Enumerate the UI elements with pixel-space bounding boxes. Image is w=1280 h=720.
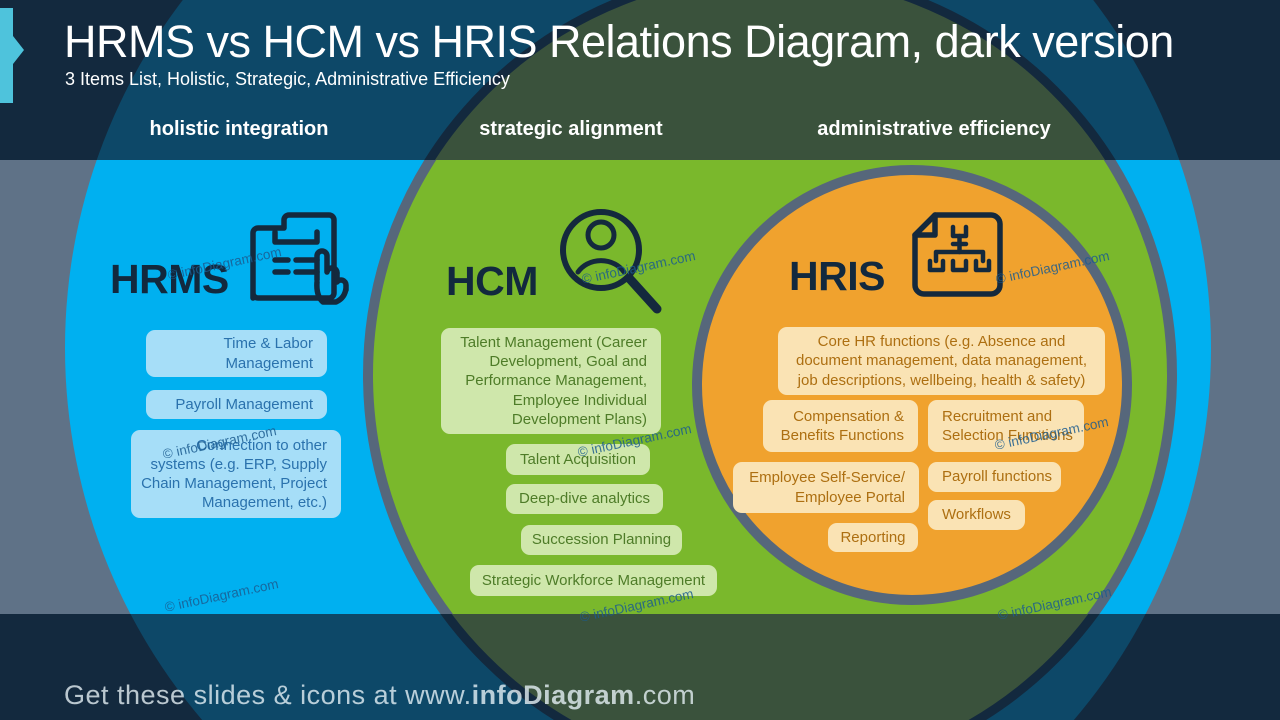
hris-label: HRIS [789,253,885,299]
list-item: Compensation & Benefits Functions [763,400,918,452]
list-item: Reporting [828,523,918,552]
document-orgchart-icon [903,211,1015,307]
list-item: Recruitment and Selection Functions [928,400,1084,452]
hcm-label: HCM [446,258,538,304]
hrms-label: HRMS [110,256,229,302]
list-item: Payroll Management [146,390,327,419]
accent-chevron [0,8,24,103]
page-subtitle: 3 Items List, Holistic, Strategic, Admin… [65,69,510,89]
footer-suffix: .com [634,680,696,710]
page-title: HRMS vs HCM vs HRIS Relations Diagram, d… [64,16,1174,67]
list-item: Payroll functions [928,462,1061,492]
list-item: Connection to other systems (e.g. ERP, S… [131,430,341,518]
column-header-strategic: strategic alignment [479,118,663,140]
column-header-administrative: administrative efficiency [817,118,1051,140]
footer-promo: Get these slides & icons at www.infoDiag… [64,680,695,711]
list-item: Core HR functions (e.g. Absence and docu… [778,327,1105,395]
footer-prefix: Get these slides & icons at www. [64,680,472,710]
header-band [0,0,1280,160]
footer-band [0,614,1280,720]
list-item: Workflows [928,500,1025,530]
folder-touch-icon [243,210,351,315]
footer-brand: infoDiagram [471,680,635,710]
list-item: Time & Labor Management [146,330,327,377]
list-item: Talent Acquisition [506,444,650,475]
column-header-holistic: holistic integration [149,118,329,140]
list-item: Employee Self-Service/ Employee Portal [733,462,919,513]
list-item: Strategic Workforce Management [470,565,717,596]
person-magnifier-icon [553,206,665,318]
list-item: Talent Management (Career Development, G… [441,328,661,434]
list-item: Succession Planning [521,525,682,555]
list-item: Deep-dive analytics [506,484,663,514]
